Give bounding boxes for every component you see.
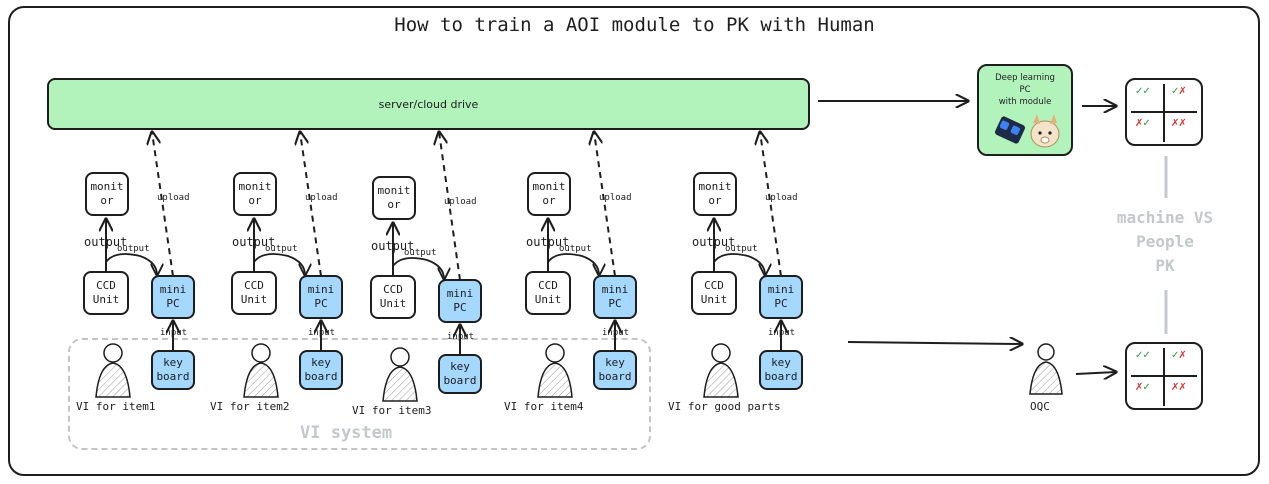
cell-pass-pass: ✓✓	[1135, 350, 1151, 361]
cell-fail-fail: ✗✗	[1171, 382, 1187, 393]
vi-station-label: VI for good parts	[668, 400, 781, 413]
operator-person-icon	[243, 343, 279, 398]
cell-fail-fail: ✗✗	[1171, 118, 1187, 129]
result-matrix-people: ✓✓ ✓✗ ✗✓ ✗✗	[1125, 342, 1203, 410]
monitor-box: monit or	[372, 176, 416, 220]
upload-label: upload	[444, 197, 477, 207]
keyboard-box: key board	[151, 350, 195, 390]
output-to-minipc-arrow	[105, 253, 157, 275]
ccd-unit-box: CCD Unit	[83, 271, 129, 315]
cell-fail-pass: ✗✓	[1135, 118, 1151, 129]
keyboard-box: key board	[438, 354, 482, 394]
vi-station-label: VI for item2	[210, 400, 290, 413]
diagram-frame	[8, 6, 1260, 476]
keyboard-box: key board	[593, 350, 637, 390]
deep-learning-pc-label: Deep learning PC with module	[995, 73, 1055, 107]
mini-pc-box: mini PC	[438, 279, 482, 323]
cell-pass-fail: ✓✗	[1171, 350, 1187, 361]
upload-arrow	[594, 132, 616, 277]
output-to-minipc-arrow	[253, 253, 305, 275]
output-to-minipc-arrow	[713, 253, 765, 275]
keyboard-box: key board	[759, 350, 803, 390]
upload-arrow	[760, 132, 782, 277]
vi-station-label: VI for item3	[352, 404, 432, 417]
keyboard-box: key board	[299, 350, 343, 390]
upload-label: upload	[305, 193, 338, 203]
mini-pc-box: mini PC	[299, 275, 343, 319]
oqc-label: OQC	[1030, 400, 1050, 413]
output-label: output	[265, 244, 298, 254]
vi-system-group	[68, 338, 651, 450]
oqc-person-icon	[1029, 343, 1063, 395]
diagram-title: How to train a AOI module to PK with Hum…	[394, 14, 875, 36]
machine-vs-people-label: machine VS People PK	[1116, 208, 1214, 275]
alpaca-icon	[1030, 114, 1060, 148]
operator-person-icon	[95, 343, 131, 398]
vi-station-label: VI for item1	[76, 400, 156, 413]
output-to-minipc-arrow	[547, 253, 599, 275]
operator-person-icon	[382, 347, 418, 402]
monitor-box: monit or	[693, 172, 737, 216]
operator-person-icon	[537, 343, 573, 398]
operator-person-icon	[703, 343, 739, 398]
ccd-unit-box: CCD Unit	[370, 275, 416, 319]
deep-learning-pc-icons	[994, 114, 1060, 148]
vi-system-label: VI system	[300, 423, 393, 443]
output-label: output	[725, 244, 758, 254]
upload-arrow	[439, 132, 461, 281]
upload-label: upload	[599, 193, 632, 203]
upload-label: upload	[157, 193, 190, 203]
result-matrix-machine: ✓✓ ✓✗ ✗✓ ✗✗	[1125, 78, 1203, 146]
upload-arrow	[300, 132, 322, 277]
cell-fail-pass: ✗✓	[1135, 382, 1151, 393]
deep-learning-pc: Deep learning PC with module	[977, 64, 1073, 156]
upload-arrow	[152, 132, 174, 277]
output-to-minipc-arrow	[392, 257, 444, 279]
monitor-box: monit or	[527, 172, 571, 216]
ccd-unit-box: CCD Unit	[525, 271, 571, 315]
output-label: output	[404, 248, 437, 258]
cell-pass-pass: ✓✓	[1135, 86, 1151, 97]
output-label: output	[117, 244, 150, 254]
output-label: output	[559, 244, 592, 254]
monitor-box: monit or	[85, 172, 129, 216]
monitor-box: monit or	[233, 172, 277, 216]
vi-station-label: VI for item4	[504, 400, 584, 413]
gpu-card-icon	[994, 116, 1026, 144]
ccd-unit-box: CCD Unit	[691, 271, 737, 315]
ccd-unit-box: CCD Unit	[231, 271, 277, 315]
cell-pass-fail: ✓✗	[1171, 86, 1187, 97]
upload-label: upload	[765, 193, 798, 203]
arrow-oqc-to-matrix	[1075, 372, 1116, 374]
server-cloud-drive: server/cloud drive	[47, 78, 810, 130]
arrow-vi-to-oqc	[847, 342, 1022, 344]
server-label: server/cloud drive	[378, 97, 479, 111]
mini-pc-box: mini PC	[151, 275, 195, 319]
